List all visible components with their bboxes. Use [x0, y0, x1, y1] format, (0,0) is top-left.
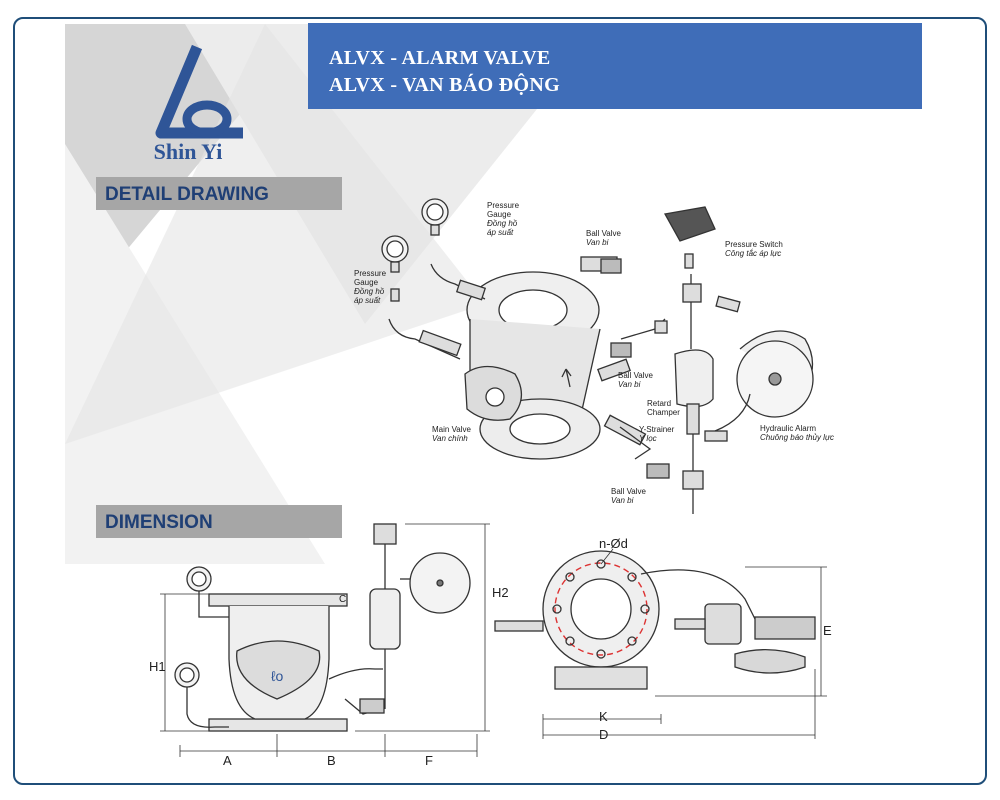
section-dimension: DIMENSION — [96, 505, 342, 538]
dim-h1: H1 — [149, 659, 166, 674]
dim-h2: H2 — [492, 585, 509, 600]
side-view-drawing: ℓo — [174, 523, 471, 732]
title-english: ALVX - ALARM VALVE — [329, 47, 551, 69]
dim-b: B — [327, 753, 336, 768]
svg-text:ℓo: ℓo — [271, 668, 284, 684]
trim-assembly — [580, 206, 814, 514]
title-vietnamese: ALVX - VAN BÁO ĐỘNG — [329, 74, 560, 96]
pressure-gauge-upper — [421, 198, 487, 301]
document-frame: Shin Yi ALVX - ALARM VALVE ALVX - VAN BÁ… — [13, 17, 987, 785]
side-view-dimensions — [160, 523, 490, 757]
logo-name: Shin Yi — [153, 139, 223, 164]
section-detail-drawing: DETAIL DRAWING — [96, 177, 342, 210]
dim-bolts: n-Ød — [599, 536, 628, 551]
dimension-drawings: ℓo — [160, 523, 827, 757]
front-view-drawing — [494, 550, 816, 690]
dim-f: F — [425, 753, 433, 768]
title-banner — [308, 23, 922, 109]
shin-yi-logo-icon — [155, 44, 243, 139]
pressure-gauge-lower — [381, 235, 462, 360]
dim-c: C — [339, 594, 347, 605]
dim-a: A — [223, 753, 232, 768]
front-view-dimensions — [542, 548, 827, 739]
dim-d: D — [599, 727, 609, 742]
main-valve-body — [464, 271, 601, 460]
detail-exploded-drawing — [381, 198, 814, 514]
dim-k: K — [599, 709, 608, 724]
dim-e: E — [823, 623, 832, 638]
